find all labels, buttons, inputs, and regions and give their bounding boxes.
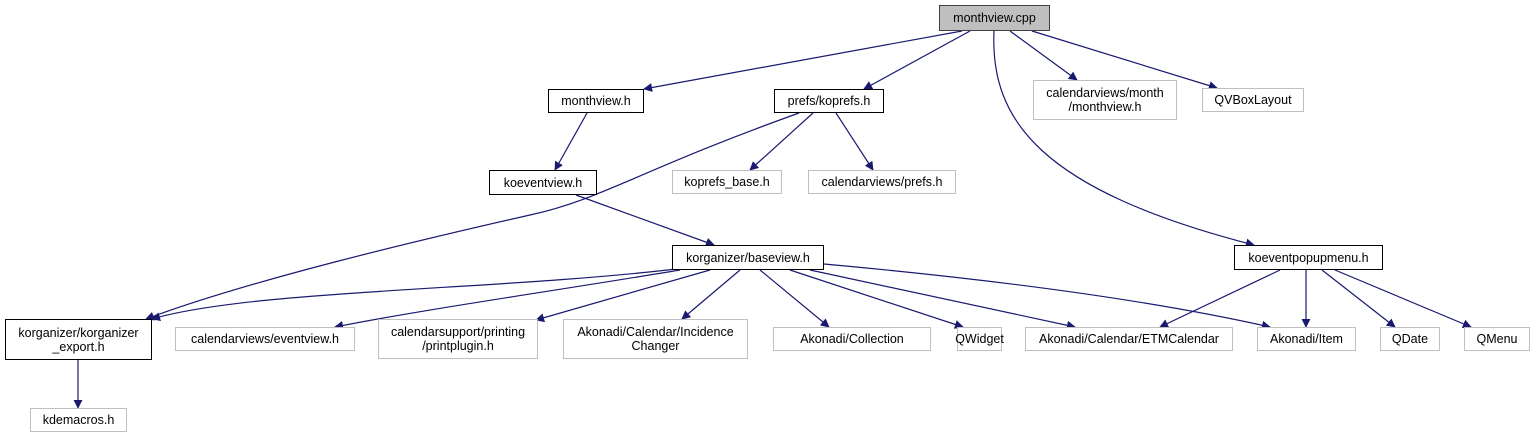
node-incidencechanger: Akonadi/Calendar/Incidence Changer bbox=[563, 319, 748, 359]
node-label: monthview.h bbox=[561, 94, 631, 108]
node-label: QVBoxLayout bbox=[1214, 93, 1292, 107]
node-qmenu: QMenu bbox=[1464, 327, 1530, 351]
node-label: calendarviews/prefs.h bbox=[821, 175, 943, 189]
node-label: QMenu bbox=[1476, 332, 1518, 346]
edge-monthview-cpp-to-qvboxlayout bbox=[1031, 30, 1218, 90]
node-monthview-h[interactable]: monthview.h bbox=[548, 89, 644, 113]
node-label: Akonadi/Item bbox=[1270, 332, 1343, 346]
edge-baseview-h-to-cv-eventview-h bbox=[334, 269, 681, 330]
edge-koeventview-h-to-baseview-h bbox=[575, 194, 715, 247]
edge-baseview-h-to-akonadi-collection bbox=[759, 269, 830, 328]
node-koeventpopupmenu-h[interactable]: koeventpopupmenu.h bbox=[1234, 245, 1383, 270]
node-baseview-h[interactable]: korganizer/baseview.h bbox=[672, 245, 824, 270]
node-etmcalendar: Akonadi/Calendar/ETMCalendar bbox=[1025, 327, 1233, 351]
node-label: calendarviews/month /monthview.h bbox=[1046, 86, 1164, 114]
node-label: calendarsupport/printing /printplugin.h bbox=[390, 325, 526, 353]
node-qwidget: QWidget bbox=[955, 327, 1004, 351]
node-cv-eventview-h: calendarviews/eventview.h bbox=[175, 327, 355, 351]
node-printplugin-h: calendarsupport/printing /printplugin.h bbox=[378, 319, 538, 359]
node-qdate: QDate bbox=[1380, 327, 1440, 351]
edge-monthview-cpp-to-koprefs-h bbox=[863, 30, 971, 90]
node-akonadi-item: Akonadi/Item bbox=[1257, 327, 1356, 351]
node-label: QDate bbox=[1391, 332, 1429, 346]
edge-baseview-h-to-akonadi-item bbox=[823, 263, 1271, 330]
edge-baseview-h-to-qwidget bbox=[789, 269, 964, 329]
node-koeventview-h[interactable]: koeventview.h bbox=[489, 170, 597, 195]
node-label: Akonadi/Calendar/Incidence Changer bbox=[577, 325, 734, 353]
edge-monthview-cpp-to-koeventpopupmenu-h bbox=[993, 30, 1255, 248]
node-label: koeventpopupmenu.h bbox=[1248, 250, 1369, 265]
edge-baseview-h-to-korganizer-export-h bbox=[151, 268, 677, 322]
node-label: QWidget bbox=[955, 332, 1004, 346]
node-korganizer-export-h[interactable]: korganizer/korganizer _export.h bbox=[5, 319, 152, 360]
edge-monthview-h-to-koeventview-h bbox=[554, 112, 588, 171]
node-qvboxlayout: QVBoxLayout bbox=[1202, 88, 1304, 112]
node-koprefs-h[interactable]: prefs/koprefs.h bbox=[774, 89, 884, 113]
node-label: calendarviews/eventview.h bbox=[191, 332, 339, 346]
edge-monthview-cpp-to-monthview-h bbox=[643, 30, 963, 92]
node-label: korganizer/korganizer _export.h bbox=[18, 325, 139, 354]
node-akonadi-collection: Akonadi/Collection bbox=[773, 327, 931, 351]
node-label: Akonadi/Collection bbox=[800, 332, 904, 346]
edge-koeventpopupmenu-h-to-qmenu bbox=[1334, 269, 1472, 329]
edge-koprefs-h-to-cv-prefs-h bbox=[835, 112, 874, 171]
node-kdemacros-h: kdemacros.h bbox=[30, 408, 127, 432]
edge-koprefs-h-to-korganizer-export-h bbox=[145, 112, 800, 321]
node-label: korganizer/baseview.h bbox=[686, 250, 810, 265]
node-cv-month-monthview-h: calendarviews/month /monthview.h bbox=[1033, 80, 1177, 120]
edge-koeventpopupmenu-h-to-etmcalendar bbox=[1159, 269, 1281, 328]
edge-koprefs-h-to-koprefs-base-h bbox=[749, 112, 814, 171]
node-koprefs-base-h: koprefs_base.h bbox=[672, 170, 782, 194]
edge-baseview-h-to-incidencechanger bbox=[681, 269, 741, 320]
edge-monthview-cpp-to-cv-month-monthview-h bbox=[1009, 30, 1078, 81]
node-cv-prefs-h: calendarviews/prefs.h bbox=[808, 170, 956, 194]
edge-baseview-h-to-printplugin-h bbox=[535, 269, 711, 323]
edge-baseview-h-to-etmcalendar bbox=[809, 269, 1076, 330]
node-label: prefs/koprefs.h bbox=[787, 94, 871, 108]
node-monthview-cpp[interactable]: monthview.cpp bbox=[939, 5, 1050, 31]
edge-koeventpopupmenu-h-to-qdate bbox=[1321, 269, 1396, 328]
node-label: koprefs_base.h bbox=[684, 175, 770, 189]
node-label: monthview.cpp bbox=[953, 11, 1036, 25]
node-label: kdemacros.h bbox=[42, 413, 115, 427]
node-label: Akonadi/Calendar/ETMCalendar bbox=[1039, 332, 1219, 346]
node-label: koeventview.h bbox=[503, 175, 583, 190]
